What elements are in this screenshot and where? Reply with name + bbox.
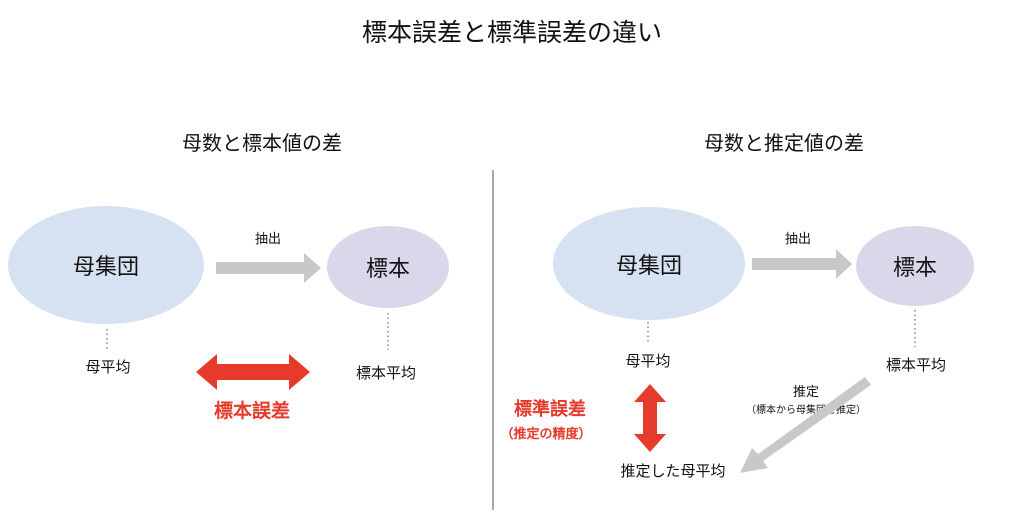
left-population-label: 母集団 — [72, 255, 139, 280]
left-population-ellipse: 母集団 — [8, 206, 204, 324]
right-sample-mean: 標本平均 — [885, 356, 946, 374]
right-estimate-label: 推定 — [792, 385, 819, 400]
right-standard-error-label: 標準誤差 — [514, 399, 586, 420]
right-sample-label: 標本 — [892, 256, 937, 281]
right-standard-error-sublabel: （推定の精度） — [500, 427, 592, 442]
left-sample-mean: 標本平均 — [355, 364, 416, 382]
left-extract-label: 抽出 — [254, 232, 281, 247]
page-title: 標本誤差と標準誤差の違い — [361, 18, 662, 47]
left-panel-title: 母数と標本値の差 — [182, 131, 342, 155]
right-population-label: 母集団 — [615, 253, 682, 279]
panel-divider — [492, 170, 494, 510]
left-extract-arrow — [216, 253, 321, 283]
left-error-arrow — [196, 354, 310, 390]
left-sample-label: 標本 — [365, 257, 410, 282]
right-population-mean: 母平均 — [625, 352, 671, 370]
right-extract-label: 抽出 — [784, 232, 811, 247]
right-estimated-mean: 推定した母平均 — [620, 462, 726, 480]
right-panel-title: 母数と推定値の差 — [704, 131, 864, 155]
left-sample-ellipse: 標本 — [327, 226, 449, 308]
left-population-mean: 母平均 — [85, 358, 131, 376]
right-estimate-sublabel: （標本から母集団を推定） — [746, 405, 866, 416]
right-sample-ellipse: 標本 — [856, 226, 974, 306]
right-error-arrow — [634, 384, 666, 452]
left-sampling-error-label: 標本誤差 — [213, 400, 290, 422]
right-estimate-arrow — [740, 377, 871, 473]
right-population-ellipse: 母集団 — [553, 207, 745, 320]
right-extract-arrow — [752, 249, 852, 279]
